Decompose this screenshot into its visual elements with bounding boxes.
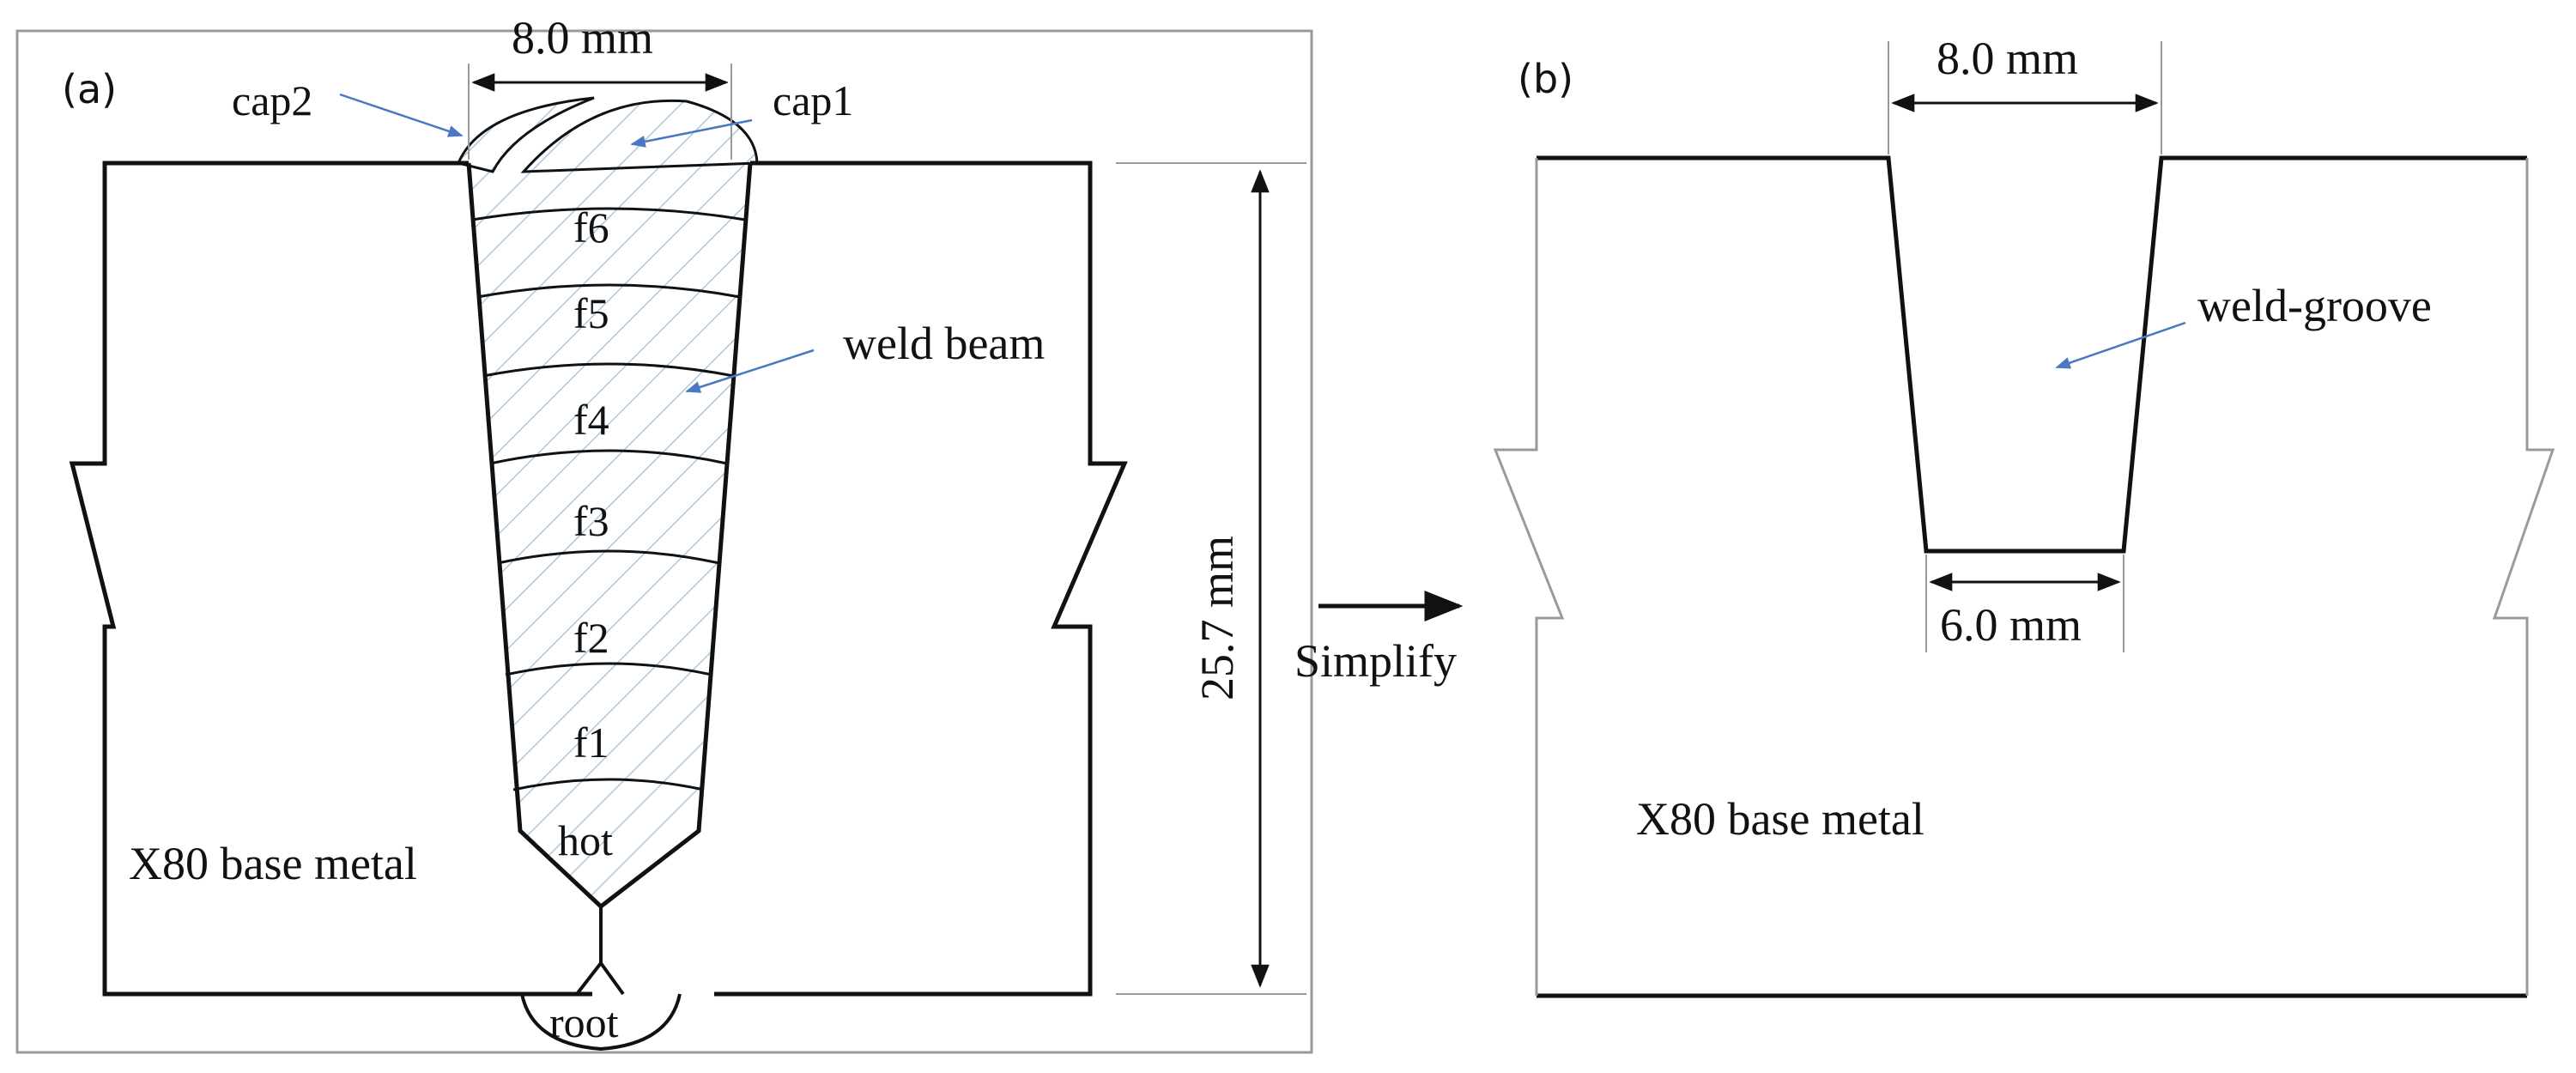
cap1-label: cap1 <box>773 76 853 124</box>
depth-label: 25.7 mm <box>1191 536 1243 700</box>
base-metal-side-left-b <box>1493 158 1565 996</box>
root-joint-lines <box>575 906 625 996</box>
base-metal-side-right-b <box>2492 158 2555 996</box>
bottom-width-label-b: 6.0 mm <box>1940 599 2082 651</box>
pass-interfaces <box>471 207 746 791</box>
pass-label-root: root <box>549 998 619 1046</box>
cap1-leader <box>630 118 753 148</box>
pass-label-f4: f4 <box>573 396 609 444</box>
cap2-leader <box>339 93 464 137</box>
weld-beam-leader <box>685 349 815 393</box>
panel-b-label: (b) <box>1518 56 1573 102</box>
top-width-label-b: 8.0 mm <box>1937 33 2078 84</box>
top-width-label-a: 8.0 mm <box>512 12 653 64</box>
pass-label-f5: f5 <box>573 289 609 337</box>
top-width-dimension-a: 8.0 mm <box>468 12 732 160</box>
base-metal-outline-b <box>1537 155 2527 554</box>
pass-label-f1: f1 <box>573 718 609 767</box>
depth-dimension: 25.7 mm <box>1116 162 1306 995</box>
panel-b: (b) 8.0 mm 6.0 mm weld-groove X80 base m… <box>1493 33 2555 998</box>
root-pass-region <box>520 993 682 1052</box>
simplify-arrow: Simplify <box>1294 591 1464 687</box>
panel-a-frame <box>15 29 1313 1054</box>
base-metal-label-a: X80 base metal <box>129 838 417 889</box>
pass-label-f3: f3 <box>573 497 609 545</box>
panel-a: (a) f6 f5 f4 f3 f2 f1 hot root <box>15 12 1313 1054</box>
weld-bead-region <box>469 163 750 906</box>
simplify-label: Simplify <box>1294 635 1457 687</box>
pass-label-f6: f6 <box>573 203 609 252</box>
cap2-region <box>456 96 595 173</box>
panel-a-label: (a) <box>62 66 117 112</box>
bottom-width-dimension-b: 6.0 mm <box>1925 555 2124 652</box>
pass-label-f2: f2 <box>573 614 609 662</box>
base-metal-outline-a <box>69 161 1128 997</box>
pass-label-hot: hot <box>558 816 613 864</box>
weld-groove-leader <box>2055 321 2186 369</box>
cap2-label: cap2 <box>232 76 312 124</box>
base-metal-label-b: X80 base metal <box>1636 793 1924 845</box>
weld-beam-label: weld beam <box>843 318 1045 369</box>
weld-groove-label: weld-groove <box>2197 280 2432 331</box>
top-width-dimension-b: 8.0 mm <box>1888 33 2162 155</box>
